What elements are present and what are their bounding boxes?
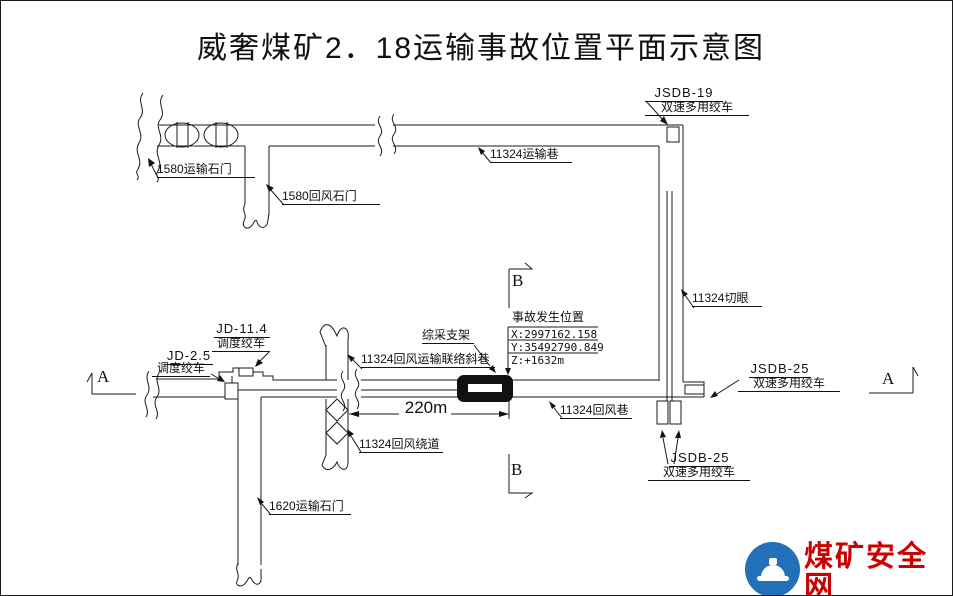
jsdb25-lower-model-label: JSDB-25: [669, 450, 731, 468]
crosscut-1620-lines: [236, 397, 262, 587]
shearer-support-label: 综采支架: [422, 328, 474, 345]
jsdb25-lower-winch-symbol-2: [669, 400, 682, 425]
jsdb25-upper-name-label: 双速多用绞车: [738, 376, 840, 393]
shearer-support-symbol: [457, 375, 513, 402]
accident-box-title: 事故发生位置: [512, 310, 585, 324]
helmet-glyph: [756, 557, 789, 581]
jsdb25-lower-winch-symbol-1: [656, 400, 669, 425]
crosscut-1580-return-lines: [242, 146, 270, 229]
accident-coord-x: X:2997162.158: [511, 328, 598, 341]
jd25-winch-symbol: [224, 382, 239, 400]
jd114-name-label: 调度绞车: [212, 336, 270, 353]
accident-coord-z: Z:+1632m: [511, 354, 564, 367]
crosscut-1580-return-label: 1580回风石门: [282, 189, 380, 206]
section-marker-b-bottom: B: [511, 460, 523, 479]
jd114-model-label: JD-11.4: [214, 321, 270, 339]
transport-gateway-11324-lines: [157, 113, 683, 157]
section-marker-a-left: A: [97, 367, 110, 386]
section-marker-lines: [86, 262, 919, 499]
return-bypass-label: 11324回风绕道: [359, 437, 443, 454]
cut-eye-11324-label: 11324切眼: [692, 291, 762, 308]
jsdb19-name-label: 双速多用绞车: [645, 100, 749, 117]
cut-eye-11324-lines: [658, 125, 684, 401]
transport-gateway-11324-label: 11324运输巷: [490, 147, 572, 164]
site-watermark: 煤矿安全网 www.mkaq.org: [745, 541, 952, 596]
crosscut-1620-transport-label: 1620运输石门: [269, 499, 351, 516]
connecting-incline-label: 11324回风运输联络斜巷: [361, 352, 495, 369]
jd114-winch-symbol: [238, 367, 254, 377]
jsdb25-upper-winch-symbol: [684, 384, 705, 395]
page-title: 威奢煤矿2．18运输事故位置平面示意图: [196, 32, 766, 65]
dimension-220m-lines: [349, 401, 510, 419]
miner-helmet-icon: [745, 542, 800, 595]
return-bypass-lines: [319, 324, 349, 471]
dimension-220m-label: 220m: [404, 398, 448, 417]
jd25-name-label: 调度绞车: [152, 361, 210, 378]
accident-info-box-lines: [505, 326, 598, 375]
return-gateway-11324-label: 11324回风巷: [560, 403, 632, 420]
accident-coord-y: Y:35492790.849: [511, 341, 604, 354]
winch-symbols: [224, 126, 705, 425]
jsdb19-winch-symbol: [666, 126, 680, 143]
watermark-text: 煤矿安全网 www.mkaq.org: [804, 541, 952, 596]
section-marker-a-right: A: [882, 369, 895, 388]
jsdb25-lower-name-label: 双速多用绞车: [648, 465, 750, 482]
jsdb25-upper-model-label: JSDB-25: [749, 361, 811, 379]
jsdb19-model-label: JSDB-19: [645, 85, 723, 103]
jd25-model-label: JD-2.5: [165, 348, 213, 366]
crosscut-1580-transport-label: 1580运输石门: [157, 162, 255, 179]
site-name: 煤矿安全网: [804, 541, 929, 596]
leader-lines: [148, 100, 740, 516]
section-marker-b-top: B: [512, 271, 524, 290]
air-door-symbols: [164, 122, 239, 148]
